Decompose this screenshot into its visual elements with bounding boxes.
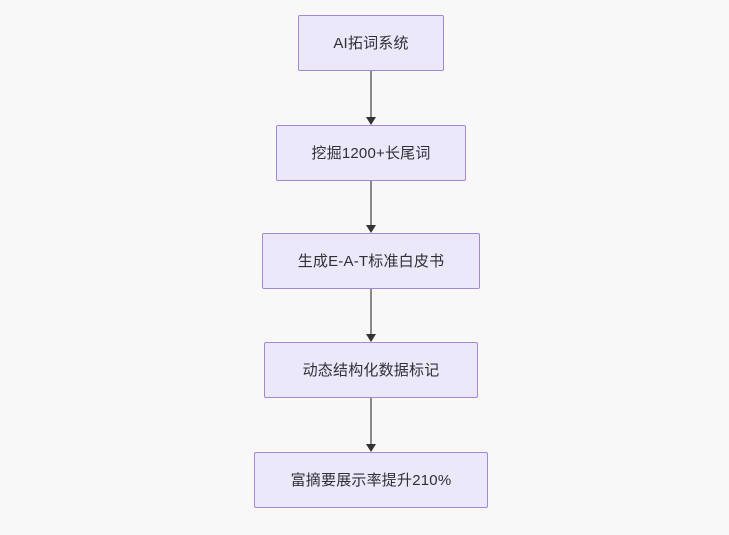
connector-line <box>370 289 372 334</box>
connector-line <box>370 71 372 117</box>
flow-node-eat-whitepaper[interactable]: 生成E-A-T标准白皮书 <box>262 233 480 289</box>
arrowhead-icon <box>366 117 376 125</box>
flow-node-label: 生成E-A-T标准白皮书 <box>297 252 445 270</box>
flow-node-ai-keyword-system[interactable]: AI拓词系统 <box>298 15 444 71</box>
flow-node-label: AI拓词系统 <box>333 34 409 52</box>
flow-node-label: 挖掘1200+长尾词 <box>311 144 431 162</box>
connector-line <box>370 398 372 444</box>
flow-node-rich-snippet-result[interactable]: 富摘要展示率提升210% <box>254 452 488 508</box>
arrowhead-icon <box>366 334 376 342</box>
flow-node-label: 动态结构化数据标记 <box>302 361 440 379</box>
flow-node-longtail-keywords[interactable]: 挖掘1200+长尾词 <box>276 125 466 181</box>
flow-node-structured-data-markup[interactable]: 动态结构化数据标记 <box>264 342 478 398</box>
arrowhead-icon <box>366 444 376 452</box>
flow-node-label: 富摘要展示率提升210% <box>290 471 452 489</box>
connector-line <box>370 181 372 225</box>
arrowhead-icon <box>366 225 376 233</box>
